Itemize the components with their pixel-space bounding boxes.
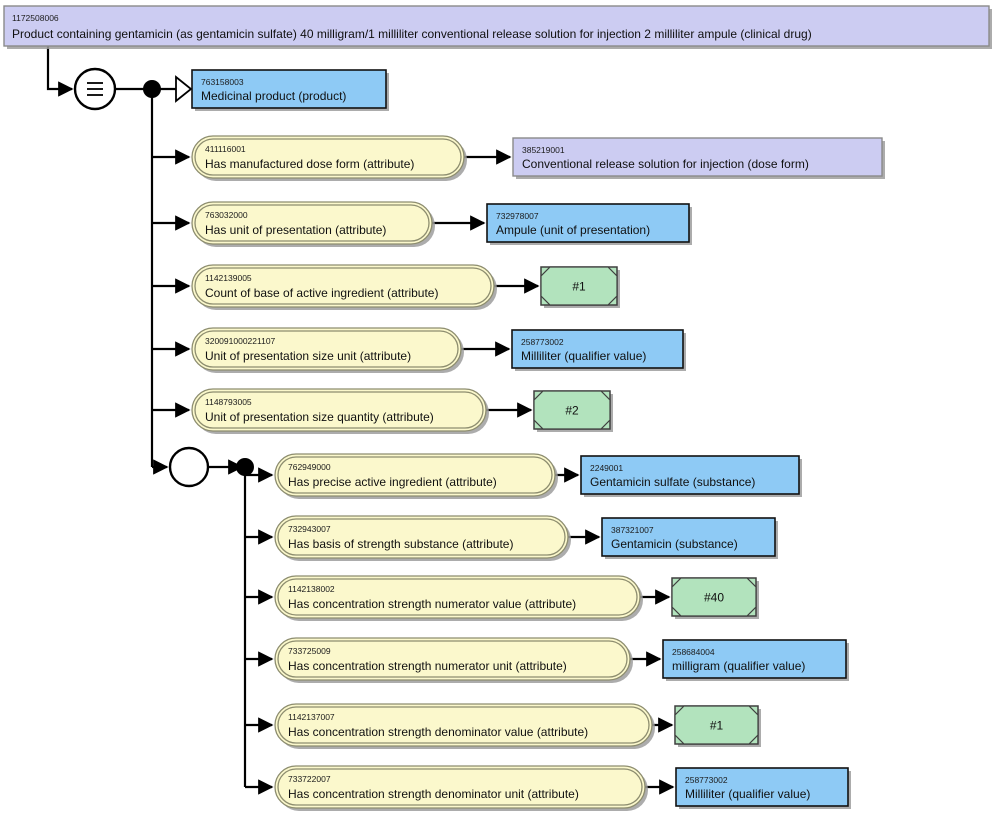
value-label: #1 [710,719,724,733]
conjunction-node [236,458,254,476]
concept-id: 258773002 [521,337,564,347]
concept-id: 387321007 [611,525,654,535]
attribute-term: Has concentration strength numerator uni… [288,659,567,673]
attribute-id: 733722007 [288,774,331,784]
concept-id: 385219001 [522,145,565,155]
value-label: #40 [704,591,724,605]
attribute-term: Unit of presentation size quantity (attr… [205,410,434,424]
value-label: #2 [565,404,579,418]
attribute-term: Has concentration strength numerator val… [288,597,576,611]
concept-term: Medicinal product (product) [201,89,346,103]
attribute-id: 320091000221107 [205,336,276,346]
attribute-term: Has concentration strength denominator u… [288,787,579,801]
focus-concept-id: 1172508006 [12,13,59,23]
edges-layer [46,46,675,795]
concrete-value-node[interactable]: #1 [674,705,761,747]
target-concept-box[interactable]: 258684004 milligram (qualifier value) [662,639,849,681]
attribute-id: 762949000 [288,462,331,472]
concept-term: milligram (qualifier value) [672,659,805,673]
attribute-term: Has manufactured dose form (attribute) [205,157,414,171]
concept-id: 763158003 [201,77,244,87]
conjunction-node [143,80,161,98]
attribute-term: Unit of presentation size unit (attribut… [205,349,411,363]
attribute-term: Has basis of strength substance (attribu… [288,537,513,551]
concept-term: Gentamicin sulfate (substance) [590,475,755,489]
concept-term: Ampule (unit of presentation) [496,223,650,237]
attribute-term: Has concentration strength denominator v… [288,725,588,739]
concept-term: Gentamicin (substance) [611,537,738,551]
concept-term: Conventional release solution for inject… [522,157,809,171]
attribute-term: Has unit of presentation (attribute) [205,223,386,237]
concept-term: Milliliter (qualifier value) [521,349,646,363]
concept-id: 258773002 [685,775,728,785]
concept-id: 732978007 [496,211,539,221]
value-label: #1 [572,280,586,294]
attribute-id: 1142138002 [288,584,335,594]
concept-term: Milliliter (qualifier value) [685,787,810,801]
focus-to-definition-edge [46,46,74,97]
attribute-term: Has precise active ingredient (attribute… [288,475,497,489]
concept-id: 2249001 [590,463,623,473]
attribute-term: Count of base of active ingredient (attr… [205,286,438,300]
attribute-id: 733725009 [288,646,331,656]
role-group-icon [168,446,210,488]
concrete-value-node[interactable]: #1 [540,266,620,308]
attribute-id: 1142137007 [288,712,335,722]
focus-concept-term: Product containing gentamicin (as gentam… [12,27,812,41]
concrete-value-node[interactable]: #2 [533,390,613,432]
concrete-value-node[interactable]: #40 [671,577,759,619]
concept-id: 258684004 [672,647,715,657]
attribute-id: 732943007 [288,524,331,534]
attribute-id: 1142139005 [205,273,252,283]
attribute-id: 763032000 [205,210,248,220]
definition-status-equivalent-icon [73,67,117,111]
is-a-arrow-icon [175,75,193,103]
attribute-id: 411116001 [205,144,246,154]
attribute-id: 1148793005 [205,397,252,407]
